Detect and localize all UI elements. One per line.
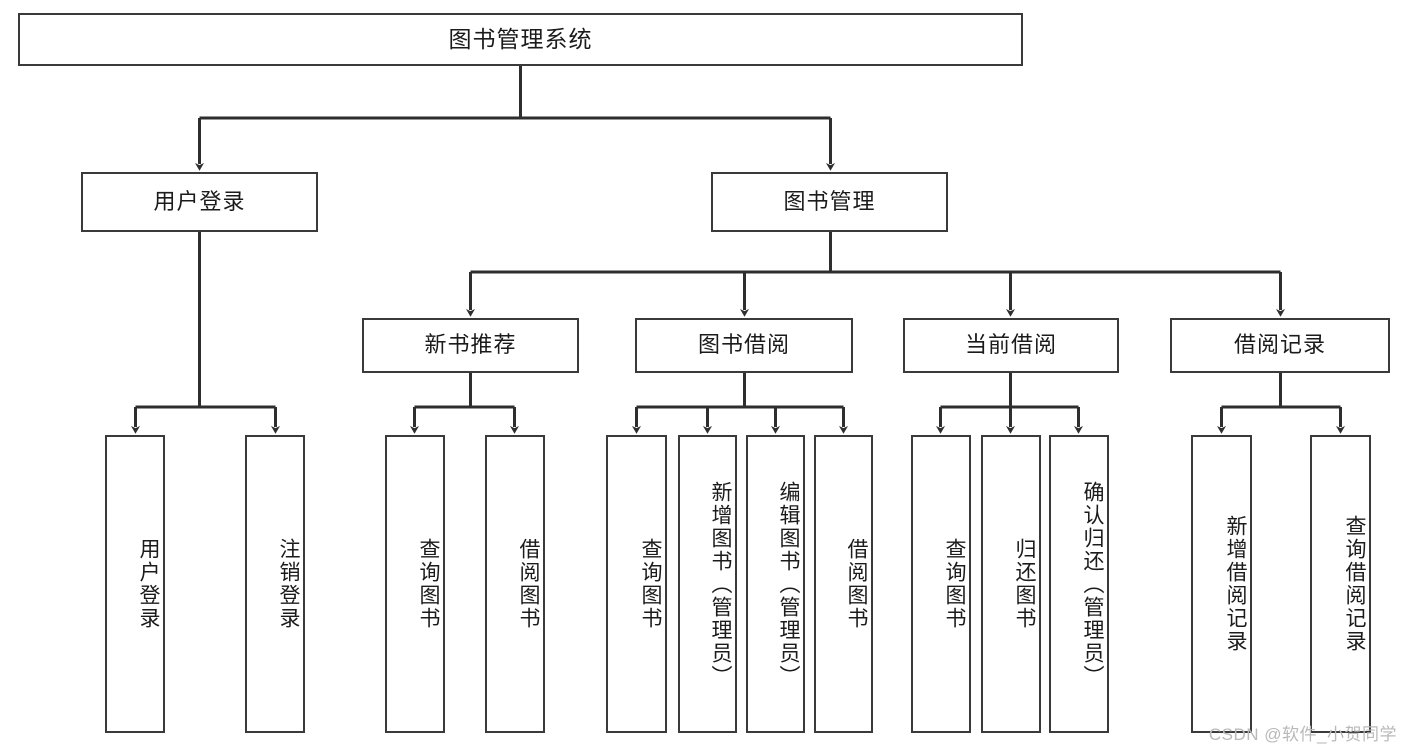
node-book-management-system[interactable]: 图书管理系统 <box>18 13 1023 66</box>
node-label: 借阅图书 <box>845 538 868 630</box>
node-label: 注销登录 <box>277 538 300 630</box>
node-label: 借阅记录 <box>1233 332 1326 358</box>
leaf-add-record[interactable]: 新增借阅记录 <box>1191 435 1252 733</box>
node-label: 新增图书（管理员） <box>709 480 732 688</box>
csdn-watermark: CSDN @软件_小贺同学 <box>1208 725 1397 744</box>
leaf-query-book-3[interactable]: 查询图书 <box>911 435 971 733</box>
node-new-book-recommend[interactable]: 新书推荐 <box>362 318 579 373</box>
node-label: 编辑图书（管理员） <box>777 480 800 688</box>
node-label: 用户登录 <box>153 188 246 214</box>
leaf-user-login[interactable]: 用户登录 <box>105 435 165 733</box>
node-label: 新增借阅记录 <box>1224 515 1247 653</box>
node-borrow-record[interactable]: 借阅记录 <box>1170 318 1390 373</box>
node-label: 确认归还（管理员） <box>1081 480 1104 688</box>
leaf-user-logout[interactable]: 注销登录 <box>245 435 305 733</box>
node-label: 新书推荐 <box>424 332 517 358</box>
leaf-return-book[interactable]: 归还图书 <box>981 435 1041 733</box>
node-label: 查询图书 <box>943 538 966 630</box>
node-current-borrow[interactable]: 当前借阅 <box>903 318 1119 373</box>
leaf-borrow-book-2[interactable]: 借阅图书 <box>814 435 873 733</box>
leaf-query-book-2[interactable]: 查询图书 <box>606 435 667 733</box>
node-label: 当前借阅 <box>964 332 1057 358</box>
node-label: 图书借阅 <box>697 332 790 358</box>
node-label: 查询借阅记录 <box>1343 515 1366 653</box>
node-book-manage[interactable]: 图书管理 <box>711 172 948 232</box>
leaf-edit-book[interactable]: 编辑图书（管理员） <box>746 435 805 733</box>
leaf-confirm-return[interactable]: 确认归还（管理员） <box>1049 435 1109 733</box>
node-label: 借阅图书 <box>517 538 540 630</box>
node-label: 查询图书 <box>417 538 440 630</box>
node-label: 归还图书 <box>1013 538 1036 630</box>
leaf-query-book-1[interactable]: 查询图书 <box>385 435 445 733</box>
leaf-query-record[interactable]: 查询借阅记录 <box>1310 435 1371 733</box>
node-label: 图书管理系统 <box>448 25 593 52</box>
node-user-login[interactable]: 用户登录 <box>81 172 318 232</box>
node-label: 图书管理 <box>783 188 876 214</box>
node-label: 查询图书 <box>639 538 662 630</box>
leaf-borrow-book-1[interactable]: 借阅图书 <box>485 435 545 733</box>
node-book-borrow[interactable]: 图书借阅 <box>635 318 853 373</box>
node-label: 用户登录 <box>137 538 160 630</box>
leaf-add-book[interactable]: 新增图书（管理员） <box>678 435 737 733</box>
